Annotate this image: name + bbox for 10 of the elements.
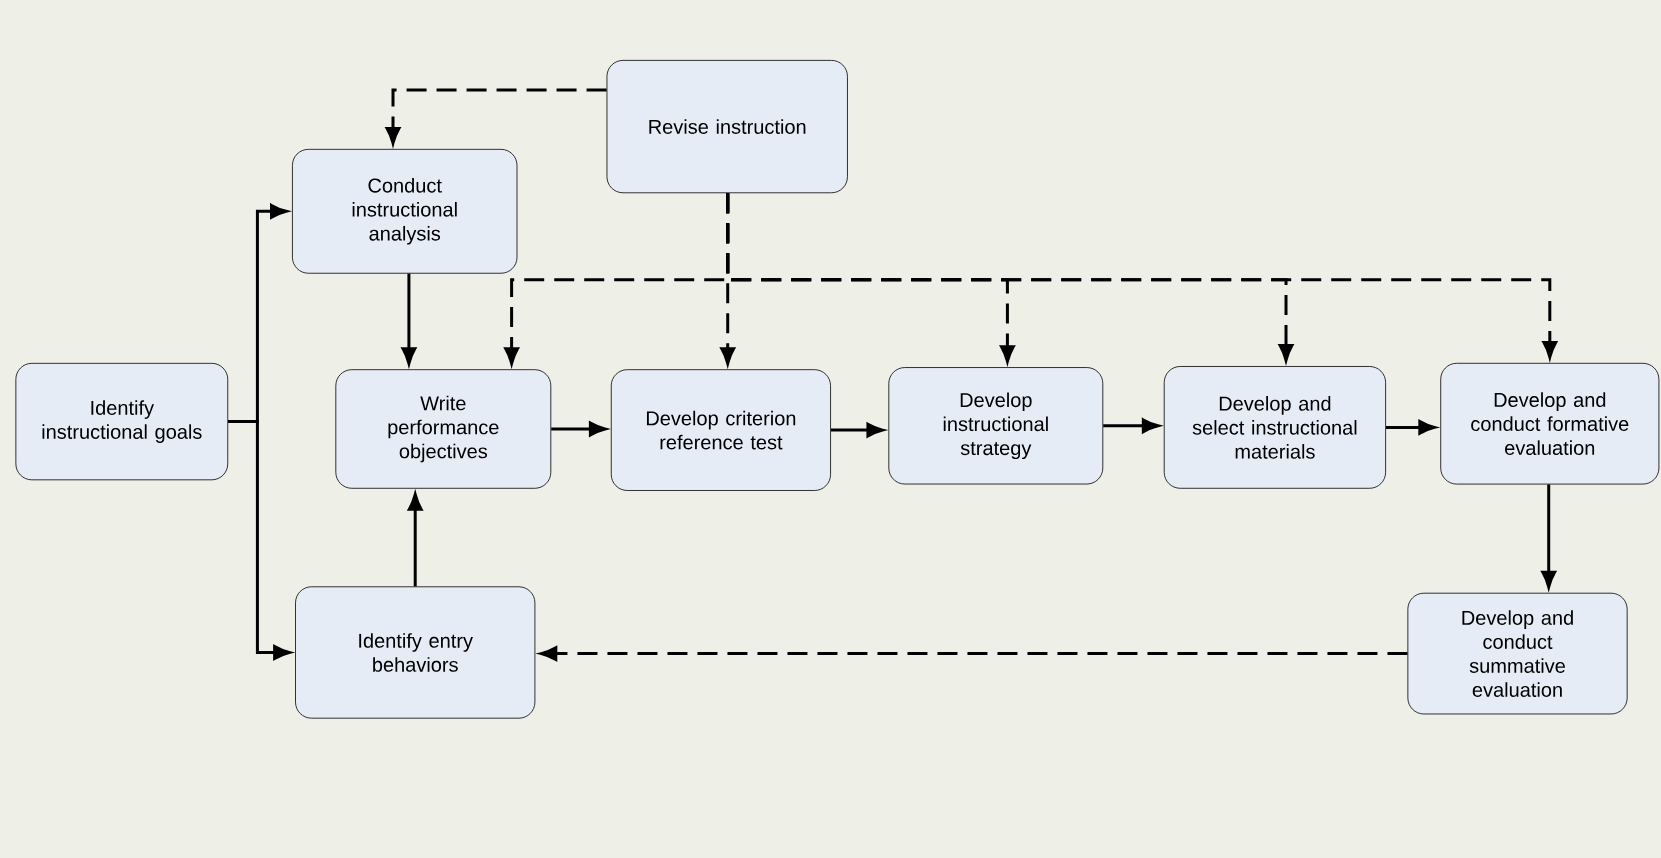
process-box: Conduct instructional analysis: [292, 148, 518, 274]
process-box: Identify instructional goals: [15, 362, 229, 481]
process-box: Develop and conduct formative evaluation: [1440, 362, 1660, 485]
process-box: Develop criterion reference test: [610, 369, 831, 491]
process-box: Write performance objectives: [335, 369, 552, 489]
process-box: Develop and select instructional materials: [1163, 366, 1386, 489]
process-box: Develop instructional strategy: [888, 367, 1104, 485]
process-box: Develop and conduct summative evaluation: [1407, 592, 1628, 715]
process-box: Identify entry behaviors: [295, 586, 536, 719]
process-box: Revise instruction: [606, 60, 848, 194]
